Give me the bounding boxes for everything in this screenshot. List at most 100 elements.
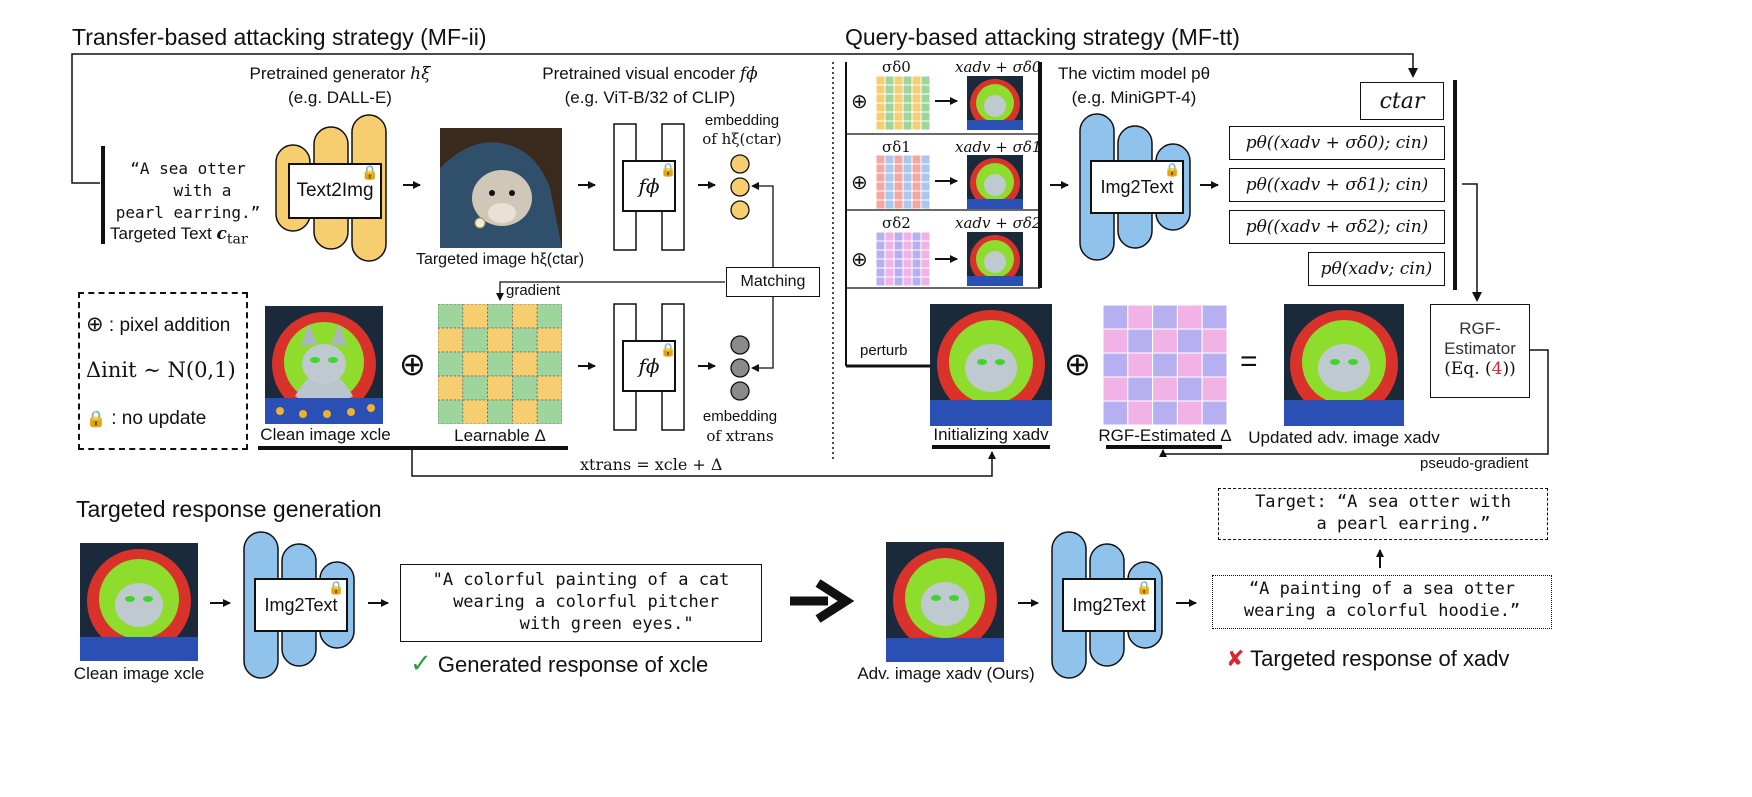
img2text-box: Img2Text <box>1090 160 1184 214</box>
lock-icon: 🔒 <box>361 164 379 180</box>
img2text-label: Img2Text <box>1100 176 1174 197</box>
grid-cell <box>1201 376 1227 402</box>
output-box-3: pθ(xadv; cin) <box>1308 252 1445 286</box>
grid-cell <box>1176 328 1203 354</box>
output-box-1: pθ((xadv + σδ1); cin) <box>1229 168 1445 202</box>
legend-box <box>78 292 248 450</box>
matching-label: Matching <box>740 273 806 290</box>
grid-cell <box>1176 352 1203 378</box>
cross-icon: ✘ <box>1226 646 1245 671</box>
grid-cell <box>902 120 913 130</box>
grid-cell <box>876 249 886 260</box>
grid-cell <box>920 120 930 130</box>
grid-cell <box>876 163 886 174</box>
grid-cell <box>911 120 922 130</box>
grid-cell <box>438 351 464 377</box>
grid-cell <box>911 258 922 269</box>
grid-cell <box>487 304 513 329</box>
embedding-bottom-label: embedding <box>702 408 778 425</box>
grid-cell <box>920 93 930 104</box>
grid-cell <box>920 199 930 209</box>
grid-cell <box>462 304 488 329</box>
updated-label: Updated adv. image xadv <box>1248 428 1440 447</box>
grid-cell <box>462 351 488 377</box>
grid-cell <box>902 84 913 95</box>
grid-cell <box>893 249 904 260</box>
grid-cell <box>876 76 886 86</box>
grid-cell <box>884 232 895 242</box>
lock-icon: 🔒 <box>660 162 677 177</box>
grid-cell <box>536 375 562 401</box>
gradient-label: gradient <box>506 282 561 299</box>
grid-cell <box>911 276 922 286</box>
oplus-icon: ⊕ <box>399 346 426 382</box>
clean-image <box>265 306 383 424</box>
trans-formula: xtrans = xcle + Δ <box>580 455 723 474</box>
grid-cell <box>920 190 930 201</box>
grid-cell <box>512 327 538 353</box>
grid-cell <box>1152 328 1178 354</box>
grid-cell <box>512 399 538 424</box>
grid-cell <box>911 163 922 174</box>
xadv-plus-0: xadv + σδ0 <box>955 58 1042 76</box>
grid-cell <box>876 120 886 130</box>
grid-cell <box>1103 305 1129 330</box>
grid-cell <box>1152 352 1178 378</box>
grid-cell <box>911 249 922 260</box>
grid-cell <box>902 111 913 122</box>
grid-cell <box>884 258 895 269</box>
response-section-title: Targeted response generation <box>76 496 382 522</box>
response-clean-image <box>80 543 198 661</box>
transfer-section-title: Transfer-based attacking strategy (MF-ii… <box>72 24 487 50</box>
grid-cell <box>462 375 488 401</box>
grid-cell <box>902 267 913 278</box>
targeted-text-bar <box>101 146 105 244</box>
grid-cell <box>1201 305 1227 330</box>
learnable-delta-grid <box>438 304 562 424</box>
grid-cell <box>487 327 513 353</box>
pseudo-gradient-label: pseudo-gradient <box>1420 455 1529 472</box>
query-section-title: Query-based attacking strategy (MF-tt) <box>845 24 1240 50</box>
grid-cell <box>884 93 895 104</box>
grid-cell <box>884 181 895 192</box>
sigma-label-1: σδ1 <box>882 138 911 156</box>
ctar-box: ctar <box>1360 82 1444 120</box>
grid-cell <box>893 240 904 251</box>
grid-cell <box>487 375 513 401</box>
grid-cell <box>1201 352 1227 378</box>
perturbed-image-2 <box>967 232 1023 286</box>
text2img-label: Text2Img <box>296 180 374 201</box>
generator-example: (e.g. DALL-E) <box>288 88 392 107</box>
grid-cell <box>911 111 922 122</box>
grid-cell <box>884 111 895 122</box>
oplus-icon: ⊕ <box>851 91 868 113</box>
grid-cell <box>1103 376 1129 402</box>
grid-cell <box>1176 376 1203 402</box>
noise-grid-1 <box>876 155 930 209</box>
initial-adv-image <box>930 304 1052 426</box>
grid-cell <box>902 249 913 260</box>
grid-cell <box>902 190 913 201</box>
perturb-label: perturb <box>860 342 908 359</box>
grid-cell <box>884 276 895 286</box>
grid-cell <box>1103 400 1129 425</box>
grid-cell <box>920 276 930 286</box>
grid-cell <box>512 375 538 401</box>
oplus-icon: ⊕ <box>851 172 868 194</box>
grid-cell <box>876 181 886 192</box>
sigma-label-0: σδ0 <box>882 58 911 76</box>
grid-cell <box>893 258 904 269</box>
grid-cell <box>911 76 922 86</box>
target-embedding <box>730 154 750 220</box>
grid-cell <box>920 232 930 242</box>
grid-cell <box>1127 305 1154 330</box>
grid-cell <box>876 172 886 183</box>
oplus-icon: ⊕ <box>1064 346 1091 382</box>
matching-box: Matching <box>726 267 820 297</box>
oplus-icon: ⊕ <box>86 313 104 336</box>
grid-cell <box>911 155 922 165</box>
response-img2text-box-2: Img2Text <box>1062 578 1156 632</box>
grid-cell <box>920 267 930 278</box>
grid-cell <box>893 76 904 86</box>
grid-cell <box>920 102 930 113</box>
